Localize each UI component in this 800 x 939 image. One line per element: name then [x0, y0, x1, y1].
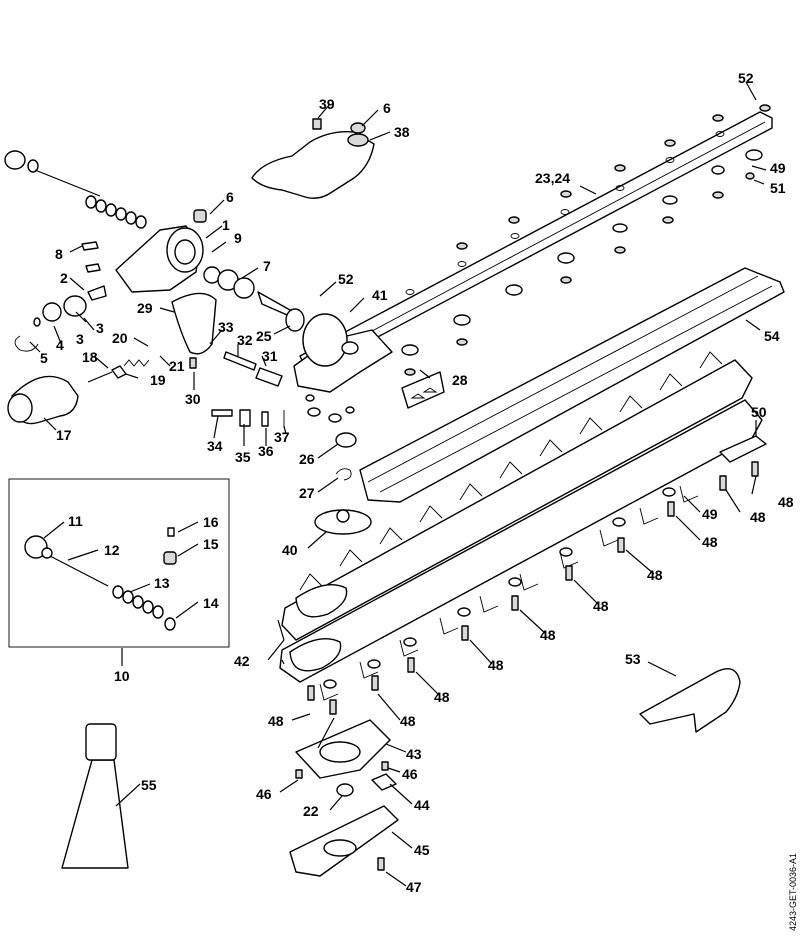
- label-48d: 48: [647, 567, 663, 583]
- label-15: 15: [203, 536, 219, 552]
- callout-labels: 52 39 6 38 49 51 23,24 6 1 9 8 7 52 41 2…: [40, 70, 794, 895]
- label-46a: 46: [256, 786, 272, 802]
- label-5: 5: [40, 350, 48, 366]
- cutter-guard: [359, 267, 785, 503]
- label-37: 37: [274, 429, 290, 445]
- label-32: 32: [237, 332, 253, 348]
- label-40: 40: [282, 542, 298, 558]
- label-17: 17: [56, 427, 72, 443]
- label-6b: 6: [226, 189, 234, 205]
- label-42: 42: [234, 653, 250, 669]
- label-48j: 48: [400, 713, 416, 729]
- bottom-parts: [61, 357, 767, 877]
- label-35: 35: [235, 449, 251, 465]
- label-23-24: 23,24: [535, 170, 570, 186]
- label-44: 44: [414, 797, 430, 813]
- label-48e: 48: [593, 598, 609, 614]
- label-20: 20: [112, 330, 128, 346]
- gear-housing-bar: [299, 104, 773, 379]
- label-16: 16: [203, 514, 219, 530]
- label-28: 28: [452, 372, 468, 388]
- label-14: 14: [203, 595, 219, 611]
- label-3b: 3: [76, 331, 84, 347]
- label-34: 34: [207, 438, 223, 454]
- inset-box: [8, 478, 230, 648]
- label-3a: 3: [96, 320, 104, 336]
- label-55: 55: [141, 777, 157, 793]
- handle-part: [251, 118, 375, 199]
- label-38: 38: [394, 124, 410, 140]
- label-33: 33: [218, 319, 234, 335]
- label-2: 2: [60, 270, 68, 286]
- label-51: 51: [770, 180, 786, 196]
- label-48i: 48: [268, 713, 284, 729]
- label-43: 43: [406, 746, 422, 762]
- label-26: 26: [299, 451, 315, 467]
- label-10: 10: [114, 668, 130, 684]
- label-8: 8: [55, 246, 63, 262]
- label-21: 21: [169, 358, 185, 374]
- label-29: 29: [137, 300, 153, 316]
- label-48g: 48: [488, 657, 504, 673]
- cutter-blades: [279, 351, 763, 701]
- label-12: 12: [104, 542, 120, 558]
- label-48c: 48: [702, 534, 718, 550]
- label-9: 9: [234, 230, 242, 246]
- drive-shaft-group: [4, 150, 357, 481]
- label-46b: 46: [402, 766, 418, 782]
- label-36: 36: [258, 443, 274, 459]
- leader-lines: [29, 81, 767, 887]
- label-1: 1: [222, 217, 230, 233]
- label-50: 50: [751, 404, 767, 420]
- label-27: 27: [299, 485, 315, 501]
- label-49b: 49: [702, 506, 718, 522]
- label-25: 25: [256, 328, 272, 344]
- label-41: 41: [372, 287, 388, 303]
- label-48h: 48: [434, 689, 450, 705]
- label-31: 31: [262, 348, 278, 364]
- drawing-code: 4243-GET-0036-A1: [788, 853, 798, 931]
- label-18: 18: [82, 349, 98, 365]
- label-48b: 48: [750, 509, 766, 525]
- label-48f: 48: [540, 627, 556, 643]
- label-45: 45: [414, 842, 430, 858]
- label-7: 7: [263, 258, 271, 274]
- label-48: 48: [778, 494, 794, 510]
- label-52: 52: [738, 70, 754, 86]
- gear-housing: [293, 313, 445, 409]
- label-49: 49: [770, 160, 786, 176]
- label-22: 22: [303, 803, 319, 819]
- label-13: 13: [154, 575, 170, 591]
- label-11: 11: [68, 513, 83, 529]
- label-30: 30: [185, 391, 201, 407]
- label-4: 4: [56, 337, 64, 353]
- label-54: 54: [764, 328, 780, 344]
- label-47: 47: [406, 879, 422, 895]
- label-6: 6: [383, 100, 391, 116]
- label-19: 19: [150, 372, 166, 388]
- label-53: 53: [625, 651, 641, 667]
- label-52b: 52: [338, 271, 354, 287]
- label-39: 39: [319, 96, 335, 112]
